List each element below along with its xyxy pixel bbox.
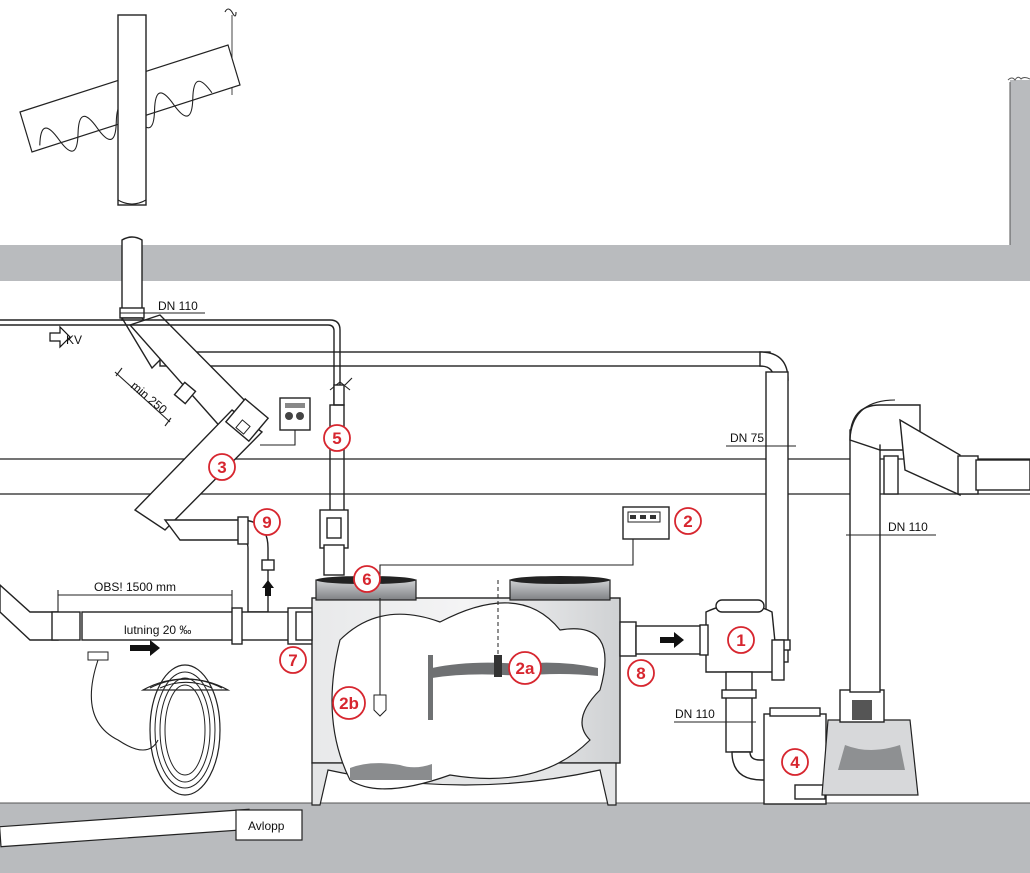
hose-reel xyxy=(87,640,231,796)
svg-text:6: 6 xyxy=(362,570,371,589)
marker-5: 5 xyxy=(323,424,351,452)
kv-label: KV xyxy=(49,325,82,349)
dim-dn110-top: DN 110 xyxy=(120,299,205,314)
label-dn110-bottom: DN 110 xyxy=(675,707,715,721)
marker-9: 9 xyxy=(253,508,281,536)
label-kv: KV xyxy=(66,333,82,347)
grease-separator-tank xyxy=(295,576,707,806)
marker-2b: 2b xyxy=(332,686,366,720)
marker-6: 6 xyxy=(353,565,381,593)
diagonal-inlet xyxy=(114,314,270,531)
label-obs: OBS! 1500 mm xyxy=(94,580,176,594)
svg-text:2: 2 xyxy=(683,512,692,531)
cold-water-line xyxy=(0,319,353,576)
svg-text:5: 5 xyxy=(332,429,341,448)
horizontal-inlet xyxy=(81,611,298,641)
floor-slab xyxy=(0,803,1030,873)
svg-text:2b: 2b xyxy=(339,694,359,713)
control-unit-3 xyxy=(260,397,311,446)
label-dn110-right: DN 110 xyxy=(888,520,928,534)
label-lutning: lutning 20 ‰ xyxy=(124,623,191,637)
vent-pipe-top xyxy=(117,14,147,206)
dim-dn75: DN 75 xyxy=(726,431,796,447)
marker-7: 7 xyxy=(279,646,307,674)
svg-text:8: 8 xyxy=(636,664,645,683)
marker-2: 2 xyxy=(674,507,702,535)
dim-obs: OBS! 1500 mm xyxy=(57,580,233,612)
label-avlopp: Avlopp xyxy=(248,819,285,833)
svg-text:7: 7 xyxy=(288,651,297,670)
control-panel-2 xyxy=(379,506,670,582)
label-dn110-top: DN 110 xyxy=(158,299,198,313)
dim-dn110-right: DN 110 xyxy=(846,520,936,536)
svg-text:9: 9 xyxy=(262,513,271,532)
marker-3: 3 xyxy=(208,453,236,481)
pump-station xyxy=(699,399,1030,805)
label-min250: min 250 xyxy=(128,379,170,417)
marker-2a: 2a xyxy=(508,651,542,685)
label-dn75: DN 75 xyxy=(730,431,764,445)
roof-vent-section xyxy=(19,8,241,206)
marker-8: 8 xyxy=(627,659,655,687)
vent-horizontal xyxy=(159,351,771,367)
svg-text:2a: 2a xyxy=(516,659,535,678)
marker-1: 1 xyxy=(727,626,755,654)
upper-wall xyxy=(0,80,1030,281)
kv-arrow-icon xyxy=(49,325,71,349)
marker-4: 4 xyxy=(781,748,809,776)
dim-dn110-bottom: DN 110 xyxy=(674,707,756,723)
svg-text:1: 1 xyxy=(736,631,745,650)
svg-text:3: 3 xyxy=(217,458,226,477)
sensor-2a xyxy=(494,655,502,677)
floor-drain xyxy=(0,808,303,848)
svg-text:4: 4 xyxy=(790,753,800,772)
tank-cutaway xyxy=(331,602,606,790)
